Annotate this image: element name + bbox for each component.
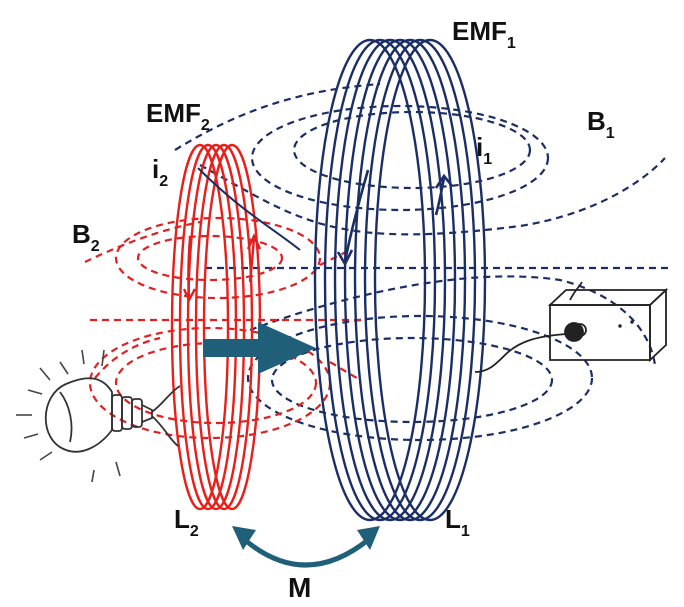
label-b2: B2 — [72, 219, 100, 255]
diagonal-line — [197, 167, 301, 251]
label-b1: B1 — [587, 106, 615, 142]
motion-arrow-icon — [203, 322, 316, 374]
label-i2: i2 — [152, 154, 168, 190]
label-emf1: EMF1 — [452, 16, 516, 52]
label-l2: L2 — [174, 504, 199, 540]
label-m: M — [288, 572, 311, 603]
label-l1: L1 — [445, 504, 470, 540]
label-i1: i1 — [476, 132, 492, 168]
double-headed-arrow-icon — [232, 526, 380, 568]
current-arrows-i2 — [182, 233, 262, 303]
power-source-box-icon — [474, 281, 669, 373]
current-arrows-i1 — [336, 169, 454, 267]
coil-l1 — [313, 38, 487, 522]
light-bulb-icon — [16, 349, 181, 483]
label-emf2: EMF2 — [146, 98, 210, 134]
